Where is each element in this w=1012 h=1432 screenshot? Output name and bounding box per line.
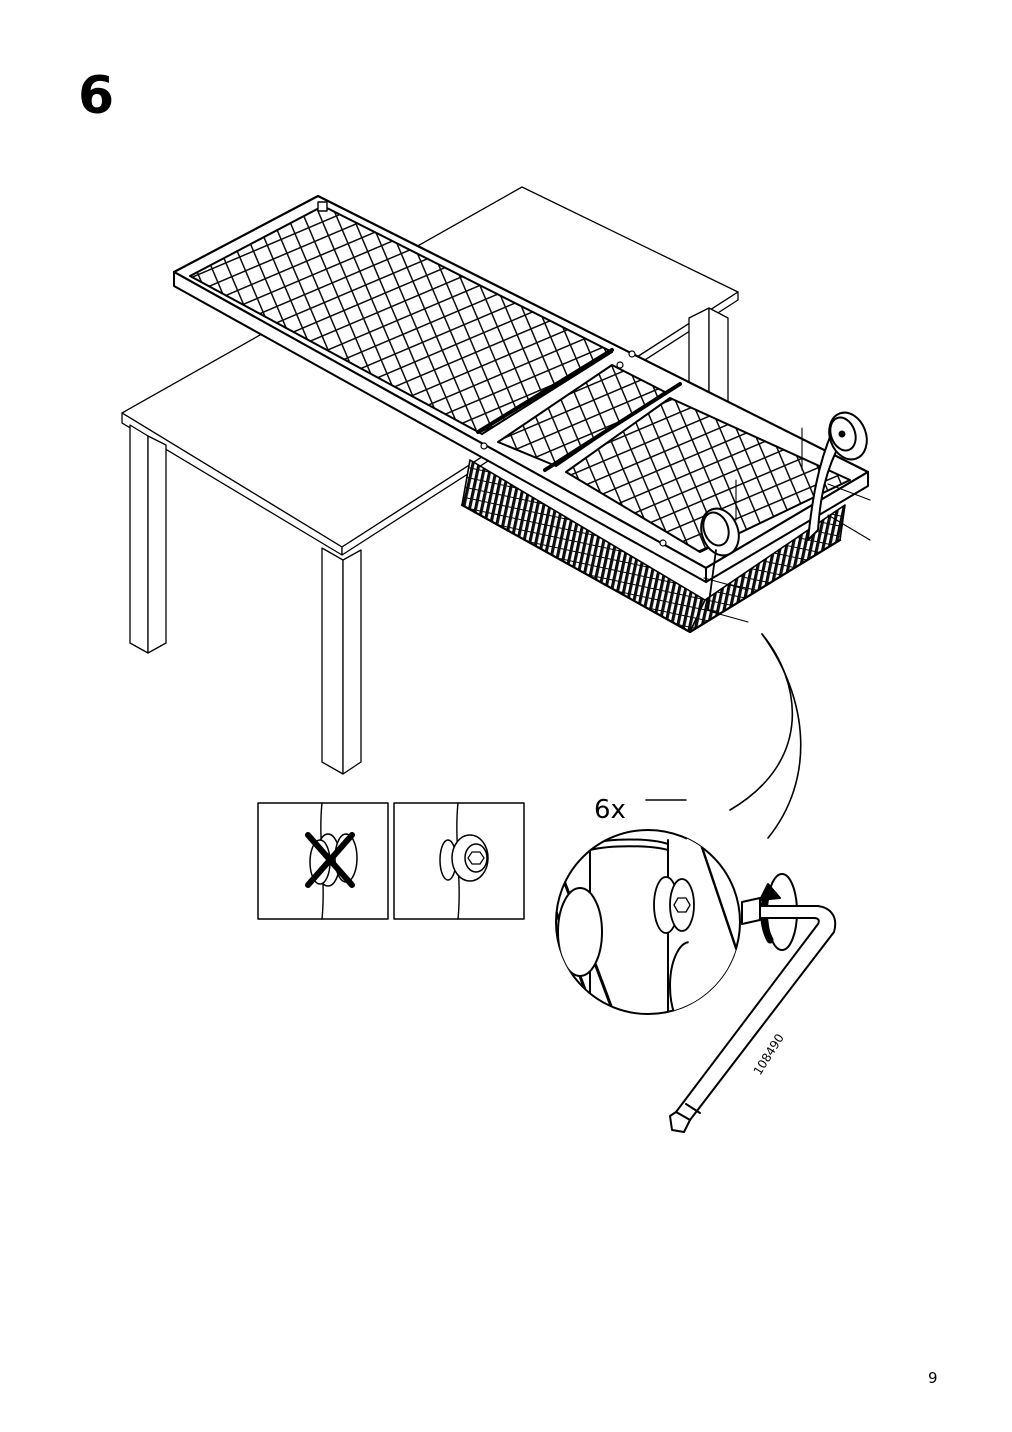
woven-basket bbox=[460, 459, 846, 634]
armrest bbox=[700, 411, 871, 623]
quantity-label: 6x bbox=[594, 795, 626, 825]
step-number: 6 bbox=[78, 66, 115, 126]
bolt-detail-callout-icon bbox=[555, 799, 741, 1015]
bench-frame bbox=[172, 194, 870, 583]
allen-key-icon bbox=[669, 897, 837, 1133]
callout-lead-lines bbox=[729, 633, 802, 839]
page-number: 9 bbox=[928, 1369, 938, 1387]
correct-bolt-tightening-icon bbox=[393, 802, 525, 920]
wrong-bolt-tightening-icon bbox=[257, 802, 389, 920]
tool-code-label: 108490 bbox=[751, 1031, 787, 1077]
